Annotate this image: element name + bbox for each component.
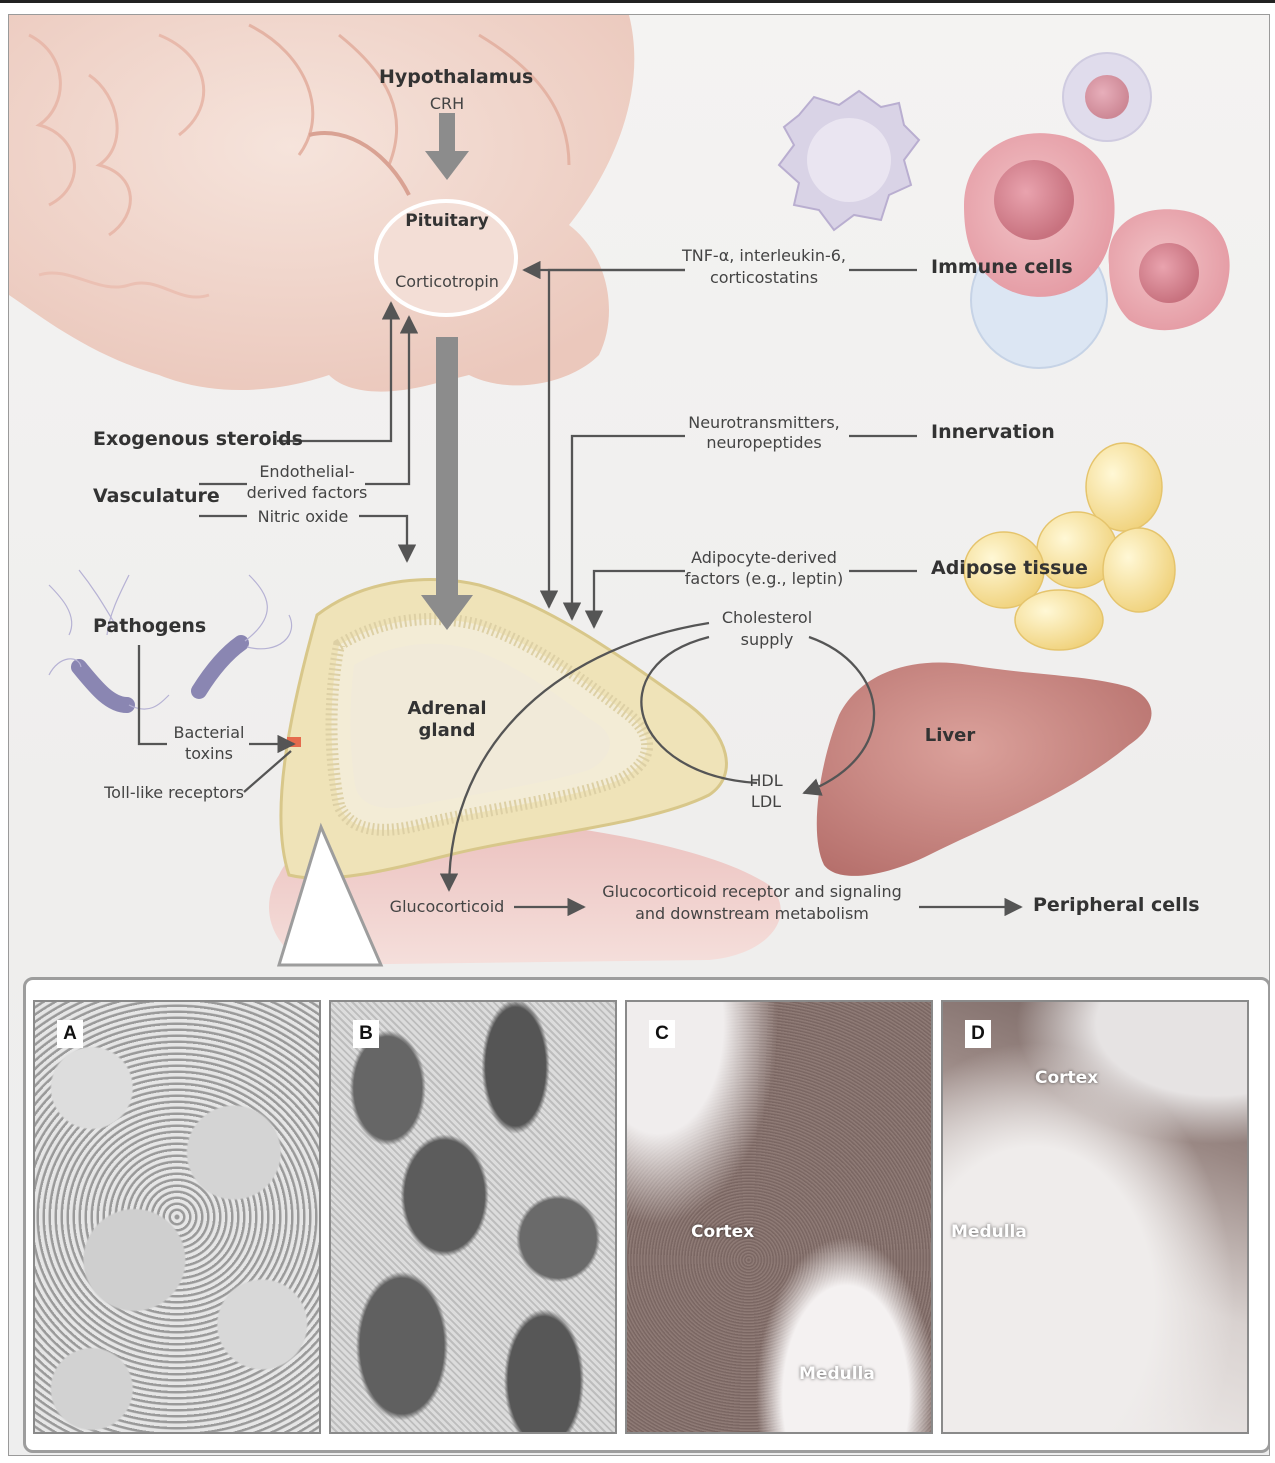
hdl-label: HDL — [741, 770, 791, 791]
glucocorticoid-label: Glucocorticoid — [383, 896, 511, 917]
liver-illustration — [817, 662, 1152, 875]
immune-cells-label: Immune cells — [931, 257, 1073, 278]
adrenal-line2: gland — [397, 720, 497, 741]
panel-c-cortex-label: Cortex — [691, 1222, 754, 1242]
panel-letter-d: D — [965, 1020, 991, 1048]
panel-d-medulla-label: Medulla — [951, 1222, 1027, 1242]
neuro-line2: neuropeptides — [669, 432, 859, 453]
pathogens-illustration — [49, 570, 292, 709]
vasculature-label: Vasculature — [93, 486, 220, 507]
immune-signals-line1: TNF-α, interleukin-6, — [669, 245, 859, 266]
corticotropin-label: Corticotropin — [387, 271, 507, 292]
cholesterol-line2: supply — [709, 629, 825, 650]
figure-frame: Hypothalamus CRH Pituitary Corticotropin… — [8, 14, 1270, 1456]
adipo-line1: Adipocyte-derived — [669, 547, 859, 568]
ldl-label: LDL — [741, 791, 791, 812]
adrenal-gland-illustration — [281, 579, 727, 878]
crh-label: CRH — [419, 93, 475, 114]
pathogens-label: Pathogens — [93, 616, 206, 637]
cholesterol-line1: Cholesterol — [709, 607, 825, 628]
bacterial-line1: Bacterial — [167, 722, 251, 743]
exogenous-steroids-label: Exogenous steroids — [93, 429, 303, 450]
hypothalamus-label: Hypothalamus — [379, 67, 513, 88]
receptor-line1: Glucocorticoid receptor and signaling — [594, 881, 910, 902]
endothelial-line2: derived factors — [245, 482, 369, 503]
adrenal-line1: Adrenal — [397, 698, 497, 719]
adipose-tissue-label: Adipose tissue — [931, 558, 1088, 579]
adipo-line2: factors (e.g., leptin) — [669, 568, 859, 589]
panel-d-cortex-label: Cortex — [1035, 1068, 1098, 1088]
peripheral-cells-label: Peripheral cells — [1033, 895, 1200, 916]
micrograph-panel-a: A — [33, 1000, 321, 1434]
liver-label: Liver — [915, 725, 985, 746]
micrograph-panel-b: B — [329, 1000, 617, 1434]
panel-letter-b: B — [353, 1020, 379, 1048]
immune-cells-illustration — [779, 53, 1230, 368]
receptor-line2: and downstream metabolism — [594, 903, 910, 924]
endothelial-line1: Endothelial- — [245, 461, 369, 482]
micrograph-panel-d: D Cortex Medulla — [941, 1000, 1249, 1434]
top-rule — [0, 0, 1275, 3]
innervation-label: Innervation — [931, 422, 1055, 443]
panel-c-medulla-label: Medulla — [799, 1364, 875, 1384]
panel-letter-a: A — [57, 1020, 83, 1048]
brain-illustration — [9, 15, 634, 392]
micrograph-panel-c: C Cortex Medulla — [625, 1000, 933, 1434]
bacterial-line2: toxins — [167, 743, 251, 764]
immune-signals-line2: corticostatins — [669, 267, 859, 288]
toll-like-receptors-label: Toll-like receptors — [89, 782, 244, 803]
adipose-tissue-illustration — [964, 443, 1175, 650]
nitric-oxide-label: Nitric oxide — [247, 506, 359, 527]
neuro-line1: Neurotransmitters, — [669, 412, 859, 433]
pituitary-label: Pituitary — [399, 211, 495, 232]
panel-letter-c: C — [649, 1020, 675, 1048]
